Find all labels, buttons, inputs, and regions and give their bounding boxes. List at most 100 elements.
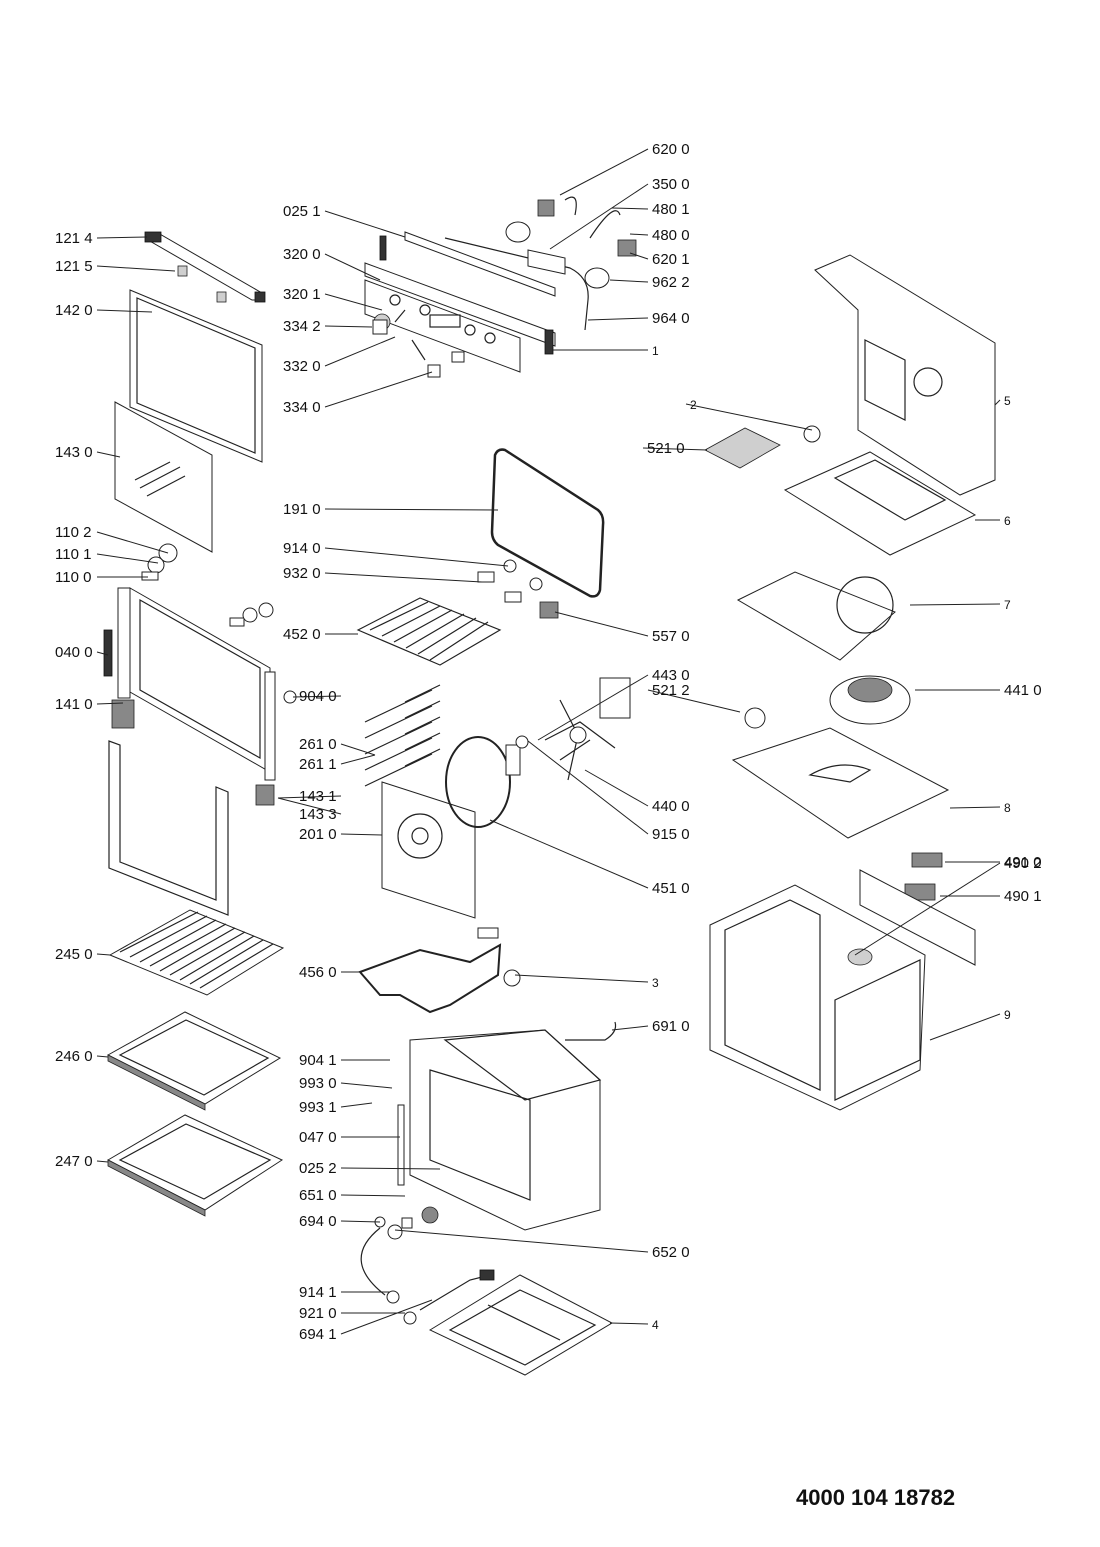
leader-line-694-1	[340, 1299, 433, 1335]
part-label-993-1: 993 1	[299, 1099, 337, 1116]
control-electronics	[505, 196, 637, 289]
part-label-320-0: 320 0	[283, 246, 321, 263]
part-label-932-0: 932 0	[283, 565, 321, 582]
housing-base	[731, 707, 950, 839]
part-label-521-0: 521 0	[647, 440, 685, 457]
part-label-121-4: 121 4	[55, 230, 93, 247]
leader-line-245-0	[96, 953, 111, 956]
part-label-246-0: 246 0	[55, 1048, 93, 1065]
part-label-247-0: 247 0	[55, 1153, 93, 1170]
part-label-904-1: 904 1	[299, 1052, 337, 1069]
leader-line-557-0	[554, 611, 649, 637]
part-label-040-0: 040 0	[55, 644, 93, 661]
rear-housing-panel	[814, 254, 996, 496]
leader-line-904-0	[292, 695, 342, 698]
part-label-921-0: 921 0	[299, 1305, 337, 1322]
leader-line-110-1	[96, 553, 159, 564]
part-label-451-0: 451 0	[652, 880, 690, 897]
leader-line-694-0	[340, 1220, 381, 1223]
part-label-620-1: 620 1	[652, 251, 690, 268]
part-label-320-1: 320 1	[283, 286, 321, 303]
bottom-plate	[428, 1274, 614, 1376]
leader-line-320-0	[324, 253, 381, 281]
part-label-261-0: 261 0	[299, 736, 337, 753]
part-label-691-0: 691 0	[652, 1018, 690, 1035]
part-label-141-0: 141 0	[55, 696, 93, 713]
lamp-and-cables	[360, 1206, 495, 1325]
leader-line-121-5	[96, 265, 176, 272]
part-label-143-0: 143 0	[55, 444, 93, 461]
leader-line-440-0	[584, 769, 649, 807]
leader-line-201-0	[340, 833, 383, 836]
part-label-201-0: 201 0	[299, 826, 337, 843]
leader-line-652-0	[394, 1229, 649, 1253]
leader-line-142-0	[96, 309, 153, 313]
part-label-047-0: 047 0	[299, 1129, 337, 1146]
part-label-440-0: 440 0	[652, 798, 690, 815]
leader-line-993-1	[340, 1102, 373, 1108]
leader-line-964-0	[587, 317, 649, 321]
part-label-334-2: 334 2	[283, 318, 321, 335]
part-label-9: 9	[1004, 1008, 1011, 1022]
part-label-914-1: 914 1	[299, 1284, 337, 1301]
part-label-694-0: 694 0	[299, 1213, 337, 1230]
part-label-491-0: 491 0	[1004, 854, 1042, 871]
part-label-261-1: 261 1	[299, 756, 337, 773]
leader-line-620-0	[559, 148, 649, 196]
part-label-025-1: 025 1	[283, 203, 321, 220]
leader-line-443-0	[537, 674, 649, 741]
leader-line-025-1	[324, 210, 406, 238]
rear-panel-fan-cover	[381, 781, 476, 919]
part-label-6: 6	[1004, 514, 1011, 528]
leader-line-915-0	[527, 740, 649, 835]
leader-line-490-2	[854, 862, 1001, 956]
part-label-7: 7	[1004, 598, 1011, 612]
leader-line-246-0	[96, 1055, 109, 1058]
leader-line-4	[609, 1322, 649, 1325]
leader-line-247-0	[96, 1160, 109, 1163]
leader-line-451-0	[489, 819, 649, 889]
part-label-350-0: 350 0	[652, 176, 690, 193]
part-label-480-0: 480 0	[652, 227, 690, 244]
inner-door-glass	[114, 401, 213, 553]
leader-line-141-0	[96, 702, 124, 705]
part-label-904-0: 904 0	[299, 688, 337, 705]
leader-line-334-2	[324, 325, 373, 328]
leader-line-261-1	[340, 754, 376, 765]
part-label-332-0: 332 0	[283, 358, 321, 375]
part-label-964-0: 964 0	[652, 310, 690, 327]
part-label-2: 2	[690, 398, 697, 412]
leader-line-651-0	[340, 1194, 406, 1197]
part-label-557-0: 557 0	[652, 628, 690, 645]
leader-line-320-1	[324, 293, 383, 311]
part-label-8: 8	[1004, 801, 1011, 815]
leader-line-914-0	[324, 547, 509, 567]
leader-line-261-0	[340, 743, 376, 756]
part-label-480-1: 480 1	[652, 201, 690, 218]
electronic-board	[704, 427, 781, 469]
part-label-521-2: 521 2	[652, 682, 690, 699]
leader-line-025-2	[340, 1167, 441, 1170]
part-label-1: 1	[652, 344, 659, 358]
part-label-456-0: 456 0	[299, 964, 337, 981]
part-label-121-5: 121 5	[55, 258, 93, 275]
control-panel	[364, 231, 589, 378]
leader-line-9	[929, 1013, 1001, 1041]
part-label-651-0: 651 0	[299, 1187, 337, 1204]
inner-door-frame	[103, 587, 276, 806]
leader-line-620-1	[629, 252, 649, 260]
part-label-142-0: 142 0	[55, 302, 93, 319]
outer-housing	[709, 869, 976, 1111]
part-label-143-3: 143 3	[299, 806, 337, 823]
leader-line-480-0	[629, 233, 649, 236]
cooling-fan	[829, 675, 911, 725]
leader-line-691-0	[611, 1025, 649, 1031]
fan-motor-assembly	[515, 677, 631, 781]
lower-heating-element	[358, 927, 502, 1014]
part-label-334-0: 334 0	[283, 399, 321, 416]
document-number: 4000 104 18782	[796, 1485, 956, 1510]
fan-duct	[736, 571, 896, 661]
leader-lines	[96, 148, 1001, 1335]
